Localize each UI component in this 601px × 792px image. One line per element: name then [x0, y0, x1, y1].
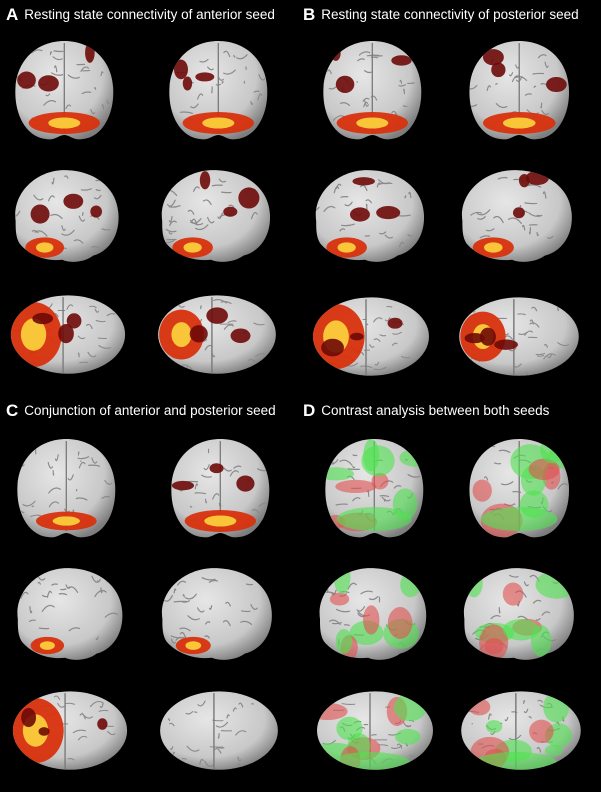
panel-b-left-brain: [304, 162, 436, 274]
panel-d-inferior-brain: [310, 686, 440, 784]
panel-a-label: Resting state connectivity of anterior s…: [24, 7, 275, 22]
panel-d-back-brain: [462, 433, 586, 543]
panel-c-top-brain: [153, 686, 285, 784]
panel-b-label: Resting state connectivity of posterior …: [321, 7, 579, 22]
brain-svg: [12, 691, 128, 770]
panel-d-letter: D: [303, 401, 316, 420]
brain-svg: [461, 170, 572, 262]
panel-b-top-brain: [452, 292, 586, 390]
panel-d-right-brain: [452, 560, 586, 672]
panel-b-back-brain: [462, 35, 586, 145]
brain-svg: [17, 439, 116, 538]
panel-b-inferior-brain: [306, 292, 436, 390]
panel-b-right-brain: [450, 162, 584, 274]
brain-svg: [158, 295, 276, 374]
brain-svg: [313, 297, 429, 376]
panel-a-inferior-brain: [4, 290, 132, 388]
panel-d-title: D Contrast analysis between both seeds: [303, 402, 549, 420]
panel-d-front-brain: [318, 433, 440, 543]
panel-d-label: Contrast analysis between both seeds: [321, 403, 550, 418]
brain-svg: [161, 170, 271, 262]
panel-c-back-brain: [164, 433, 286, 543]
brain-svg: [461, 691, 581, 770]
panel-c-front-brain: [10, 433, 132, 543]
panel-a-title: A Resting state connectivity of anterior …: [6, 6, 275, 24]
brain-svg: [325, 439, 424, 538]
brain-svg: [469, 41, 570, 140]
panel-c-letter: C: [6, 401, 19, 420]
brain-svg: [463, 568, 574, 660]
brain-svg: [319, 568, 427, 660]
panel-a-top-brain: [151, 290, 283, 388]
brain-svg: [315, 170, 425, 262]
brain-svg: [160, 691, 278, 770]
panel-b-front-brain: [316, 35, 438, 145]
panel-c-left-brain: [6, 560, 134, 672]
brain-svg: [169, 41, 268, 140]
brain-svg: [459, 297, 579, 376]
panel-a-front-brain: [8, 35, 130, 145]
panel-a-left-brain: [4, 162, 130, 274]
panel-a-back-brain: [162, 35, 284, 145]
panel-b-letter: B: [303, 5, 316, 24]
brain-svg: [15, 41, 114, 140]
brain-svg: [10, 295, 126, 374]
brain-svg: [171, 439, 270, 538]
brain-svg: [161, 568, 272, 660]
panel-c-right-brain: [150, 560, 284, 672]
panel-a-right-brain: [150, 162, 282, 274]
brain-svg: [317, 691, 433, 770]
brain-svg: [323, 41, 422, 140]
panel-c-label: Conjunction of anterior and posterior se…: [24, 403, 276, 418]
panel-c-title: C Conjunction of anterior and posterior s…: [6, 402, 276, 420]
brain-svg: [15, 170, 119, 262]
panel-b-title: B Resting state connectivity of posterior…: [303, 6, 579, 24]
panel-d-left-brain: [308, 560, 438, 672]
panel-a-letter: A: [6, 5, 19, 24]
panel-c-inferior-brain: [6, 686, 134, 784]
brain-svg: [469, 439, 570, 538]
brain-svg: [17, 568, 123, 660]
panel-d-top-brain: [454, 686, 588, 784]
